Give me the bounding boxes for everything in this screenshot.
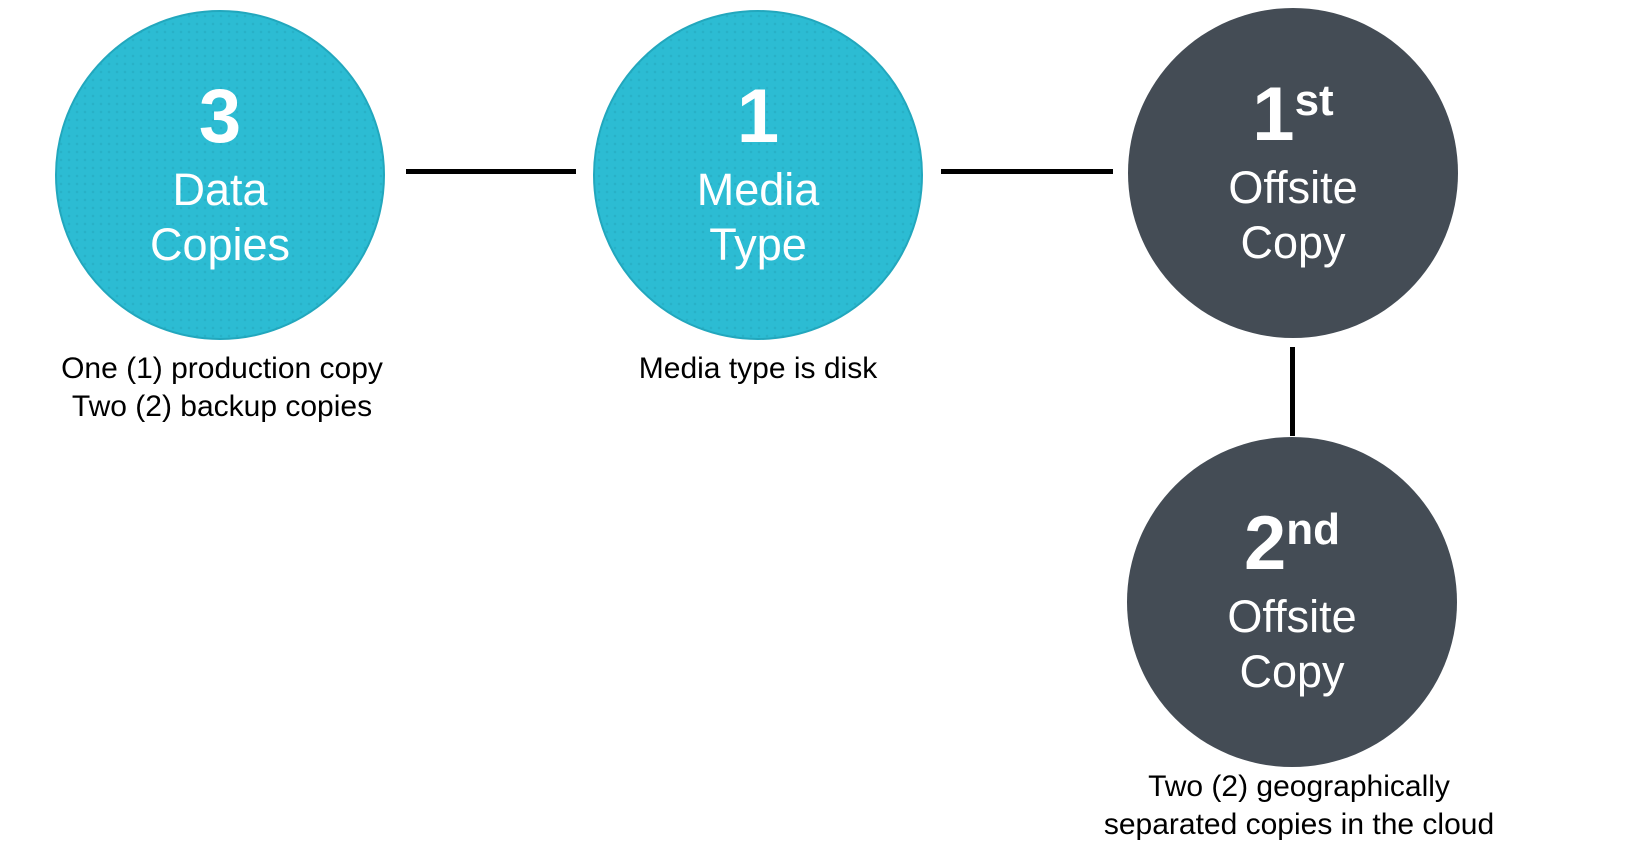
node-second-offsite-copy: 2nd Offsite Copy	[1127, 437, 1457, 767]
node-label-line: Type	[709, 218, 807, 270]
node-label-line: Media	[696, 164, 820, 215]
node-label-line: Copy	[1239, 645, 1345, 697]
node-label: Offsite Copy	[1228, 161, 1357, 271]
node-label-line: Data	[172, 164, 268, 215]
node-number: 1	[737, 77, 779, 157]
caption-line: separated copies in the cloud	[1103, 808, 1495, 841]
caption-data-copies: One (1) production copy Two (2) backup c…	[22, 350, 422, 426]
caption-line: One (1) production copy	[61, 352, 383, 385]
node-number: 2nd	[1244, 504, 1340, 584]
node-label: Offsite Copy	[1227, 590, 1356, 700]
node-label-line: Offsite	[1228, 162, 1358, 213]
node-number-value: 1	[1252, 72, 1295, 158]
node-number-value: 3	[198, 74, 242, 160]
node-number: 1st	[1252, 75, 1333, 155]
caption-line: Media type is disk	[638, 352, 878, 385]
caption-second-offsite-copy: Two (2) geographically separated copies …	[1074, 768, 1524, 844]
connector-line-horizontal-2	[941, 169, 1113, 174]
connector-line-horizontal-1	[406, 169, 576, 174]
node-label-line: Copy	[1240, 216, 1346, 268]
node-number-value: 2	[1243, 501, 1287, 587]
node-first-offsite-copy: 1st Offsite Copy	[1128, 8, 1458, 338]
node-data-copies: 3 Data Copies	[55, 10, 385, 340]
node-label: Data Copies	[150, 163, 290, 273]
caption-media-type: Media type is disk	[558, 350, 958, 388]
node-media-type: 1 Media Type	[593, 10, 923, 340]
node-number-suffix: nd	[1286, 505, 1341, 555]
node-label-line: Copies	[149, 218, 291, 270]
connector-line-vertical	[1290, 347, 1295, 436]
node-label: Media Type	[697, 163, 820, 273]
node-number-suffix: st	[1294, 76, 1334, 126]
caption-line: Two (2) geographically	[1148, 770, 1450, 803]
node-number-value: 1	[736, 74, 780, 160]
node-label-line: Offsite	[1227, 591, 1357, 642]
node-number: 3	[199, 77, 241, 157]
caption-line: Two (2) backup copies	[71, 390, 373, 423]
